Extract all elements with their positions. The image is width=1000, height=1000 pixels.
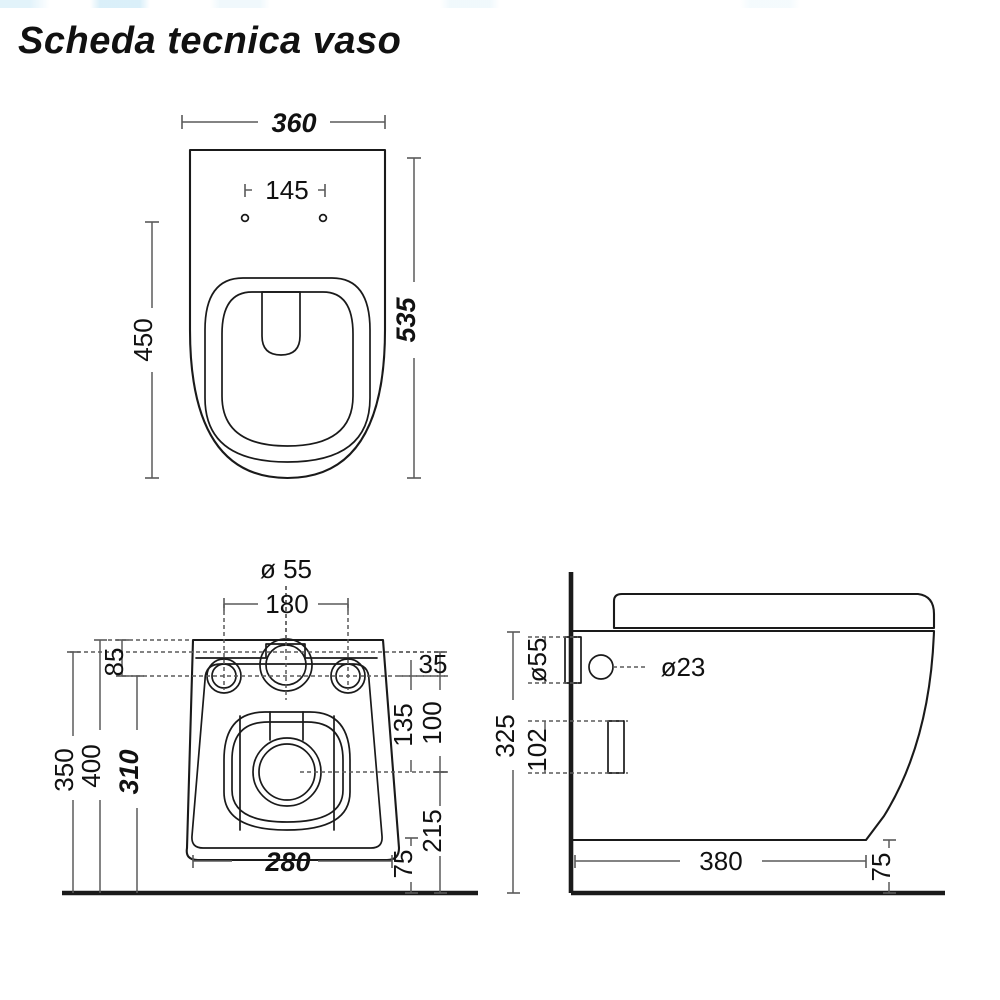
side-dim-325 — [507, 631, 520, 894]
rear-bowl-outer — [223, 711, 351, 831]
label-side-102: 102 — [522, 728, 552, 771]
label-rear-85: 85 — [99, 648, 129, 677]
rear-dim-280 — [192, 855, 393, 868]
rear-dim-310 — [131, 675, 144, 893]
label-top-145: 145 — [265, 175, 308, 205]
rear-dim-350 — [67, 651, 80, 893]
label-side-380: 380 — [699, 846, 742, 876]
rear-drain-inner — [258, 743, 316, 801]
label-rear-350: 350 — [49, 748, 79, 791]
label-rear-180: 180 — [265, 589, 308, 619]
top-fixing-hole-right — [318, 213, 328, 223]
top-fixing-hole-left — [240, 213, 250, 223]
side-seat-cover — [612, 592, 936, 630]
label-rear-75: 75 — [388, 850, 418, 879]
top-seat-inner — [221, 291, 354, 447]
side-dim-75 — [883, 839, 896, 894]
label-side-d55: ø55 — [522, 638, 552, 683]
scan-artifact-strip — [0, 0, 1000, 8]
rear-dim-215 — [434, 771, 447, 894]
top-seat-outer — [204, 277, 371, 463]
rear-dim-75 — [405, 837, 418, 894]
label-side-75: 75 — [866, 853, 896, 882]
label-rear-310: 310 — [114, 749, 144, 794]
top-view-group — [145, 115, 421, 480]
side-body-outline — [571, 629, 936, 842]
top-dim-535 — [407, 157, 421, 479]
top-dim-145 — [244, 184, 326, 197]
top-flush-outlet — [261, 291, 301, 356]
rear-dim-400 — [94, 639, 107, 893]
top-dim-360 — [181, 115, 386, 129]
rear-right-hole-outer — [330, 658, 366, 694]
rear-body-outline — [185, 638, 401, 862]
label-top-360: 360 — [271, 108, 316, 138]
label-rear-d55: ø 55 — [260, 554, 312, 584]
label-side-325: 325 — [490, 714, 520, 757]
side-outlet-slot-lower — [607, 720, 625, 774]
side-view-group — [507, 572, 945, 896]
label-rear-135: 135 — [388, 703, 418, 746]
label-rear-35: 35 — [419, 649, 448, 679]
label-rear-280: 280 — [264, 847, 310, 877]
side-dim-380 — [574, 855, 867, 868]
label-rear-400: 400 — [76, 744, 106, 787]
rear-dim-180 — [223, 598, 349, 611]
label-rear-100: 100 — [417, 701, 447, 744]
top-dim-450 — [145, 221, 159, 479]
label-side-d23: ø23 — [661, 652, 706, 682]
rear-dim-35 — [399, 651, 448, 677]
page-title: Scheda tecnica vaso — [18, 20, 402, 62]
rear-bowl-inner — [231, 721, 344, 823]
rear-dim-85 — [116, 639, 129, 677]
label-rear-215: 215 — [417, 809, 447, 852]
top-body-outline — [188, 148, 387, 480]
rear-inner-face — [191, 663, 383, 849]
side-hole-23 — [588, 654, 614, 680]
rear-view-group — [62, 586, 478, 896]
label-top-450: 450 — [128, 318, 158, 361]
label-top-535: 535 — [391, 296, 421, 342]
